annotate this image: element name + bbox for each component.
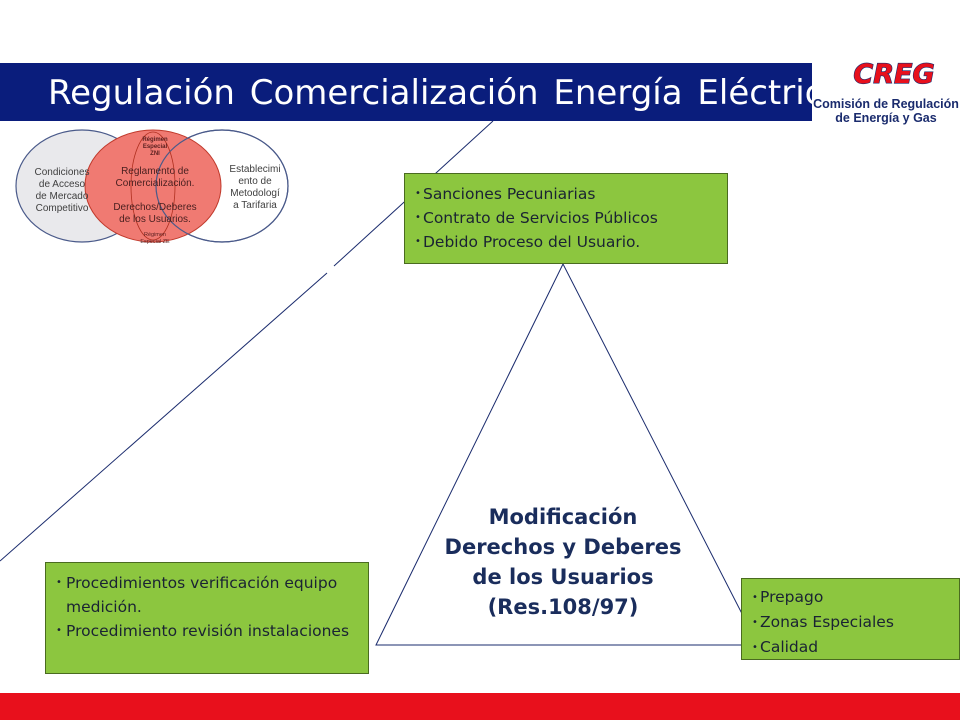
venn-center-line: Comercialización.	[115, 178, 195, 189]
venn-center-line: Derechos/Deberes	[113, 202, 197, 213]
list-item: Contrato de Servicios Públicos	[415, 206, 719, 230]
venn-center-label: Reglamento de Comercialización. Derechos…	[105, 166, 205, 226]
triangle-shape	[375, 262, 759, 646]
list-item: Debido Proceso del Usuario.	[415, 230, 719, 254]
sanciones-box: Sanciones Pecuniarias Contrato de Servic…	[404, 173, 728, 264]
venn-center-top-line: ZNI	[150, 151, 160, 157]
title-bar: Regulación Comercialización Energía Eléc…	[0, 63, 844, 121]
venn-center-bottom-label: Régimen Especial ZE	[130, 232, 180, 245]
triangle-label-line: (Res.108/97)	[487, 595, 639, 619]
venn-left-label: Condiciones de Acceso de Mercado Competi…	[22, 167, 102, 215]
venn-diagram	[15, 129, 289, 243]
prepago-box: Prepago Zonas Especiales Calidad	[741, 578, 960, 660]
list-item: Procedimiento revisión instalaciones	[56, 619, 360, 643]
venn-left-line: Competitivo	[35, 203, 89, 214]
logo-line-1: Comisión de Regulación	[813, 97, 959, 111]
creg-logo-mark: CREG	[834, 59, 954, 87]
venn-left-line: de Mercado	[35, 191, 89, 202]
list-item: Sanciones Pecuniarias	[415, 182, 719, 206]
venn-left-line: de Acceso	[38, 179, 86, 190]
triangle-label: Modificación Derechos y Deberes de los U…	[418, 502, 708, 622]
list-item: Procedimientos verificación equipo medic…	[56, 571, 360, 619]
venn-left-line: Condiciones	[34, 167, 90, 178]
venn-right-label: Establecimi ento de Metodologí a Tarifar…	[221, 164, 289, 212]
venn-center-bottom-line: Especial ZE	[140, 238, 170, 245]
diagonal-connector-lower	[0, 272, 328, 562]
venn-center-line: Reglamento de	[121, 166, 189, 177]
list-item: Calidad	[752, 635, 951, 660]
list-item: Zonas Especiales	[752, 610, 951, 635]
page-title: Regulación Comercialización Energía Eléc…	[48, 73, 845, 113]
venn-center-line: de los Usuarios.	[119, 214, 191, 225]
procedimientos-box: Procedimientos verificación equipo medic…	[45, 562, 369, 674]
triangle-label-line: Derechos y Deberes	[444, 535, 682, 559]
list-item: Prepago	[752, 585, 951, 610]
venn-center-inner	[130, 131, 176, 241]
triangle-label-line: Modificación	[488, 505, 638, 529]
venn-center-bottom-line: Régimen	[143, 232, 166, 238]
venn-right-line: a Tarifaria	[233, 200, 277, 211]
venn-center-circle	[84, 129, 222, 243]
venn-center-line	[105, 190, 205, 202]
venn-right-line: Establecimi	[229, 164, 281, 175]
venn-right-line: ento de	[238, 176, 272, 187]
footer-bar	[0, 693, 960, 720]
logo-line-2: de Energía y Gas	[835, 111, 937, 125]
venn-right-line: Metodologí	[230, 188, 280, 199]
venn-center-top-line: Régimen	[142, 137, 168, 143]
venn-center-top-line: Especial	[142, 144, 168, 150]
creg-logo: CREG Comisión de Regulación de Energía y…	[812, 55, 960, 130]
triangle-label-line: de los Usuarios	[472, 565, 654, 589]
venn-center-top-label: Régimen Especial ZNI	[133, 137, 177, 158]
venn-right-circle-outline	[155, 129, 289, 243]
creg-logo-lettering: CREG	[853, 59, 934, 87]
